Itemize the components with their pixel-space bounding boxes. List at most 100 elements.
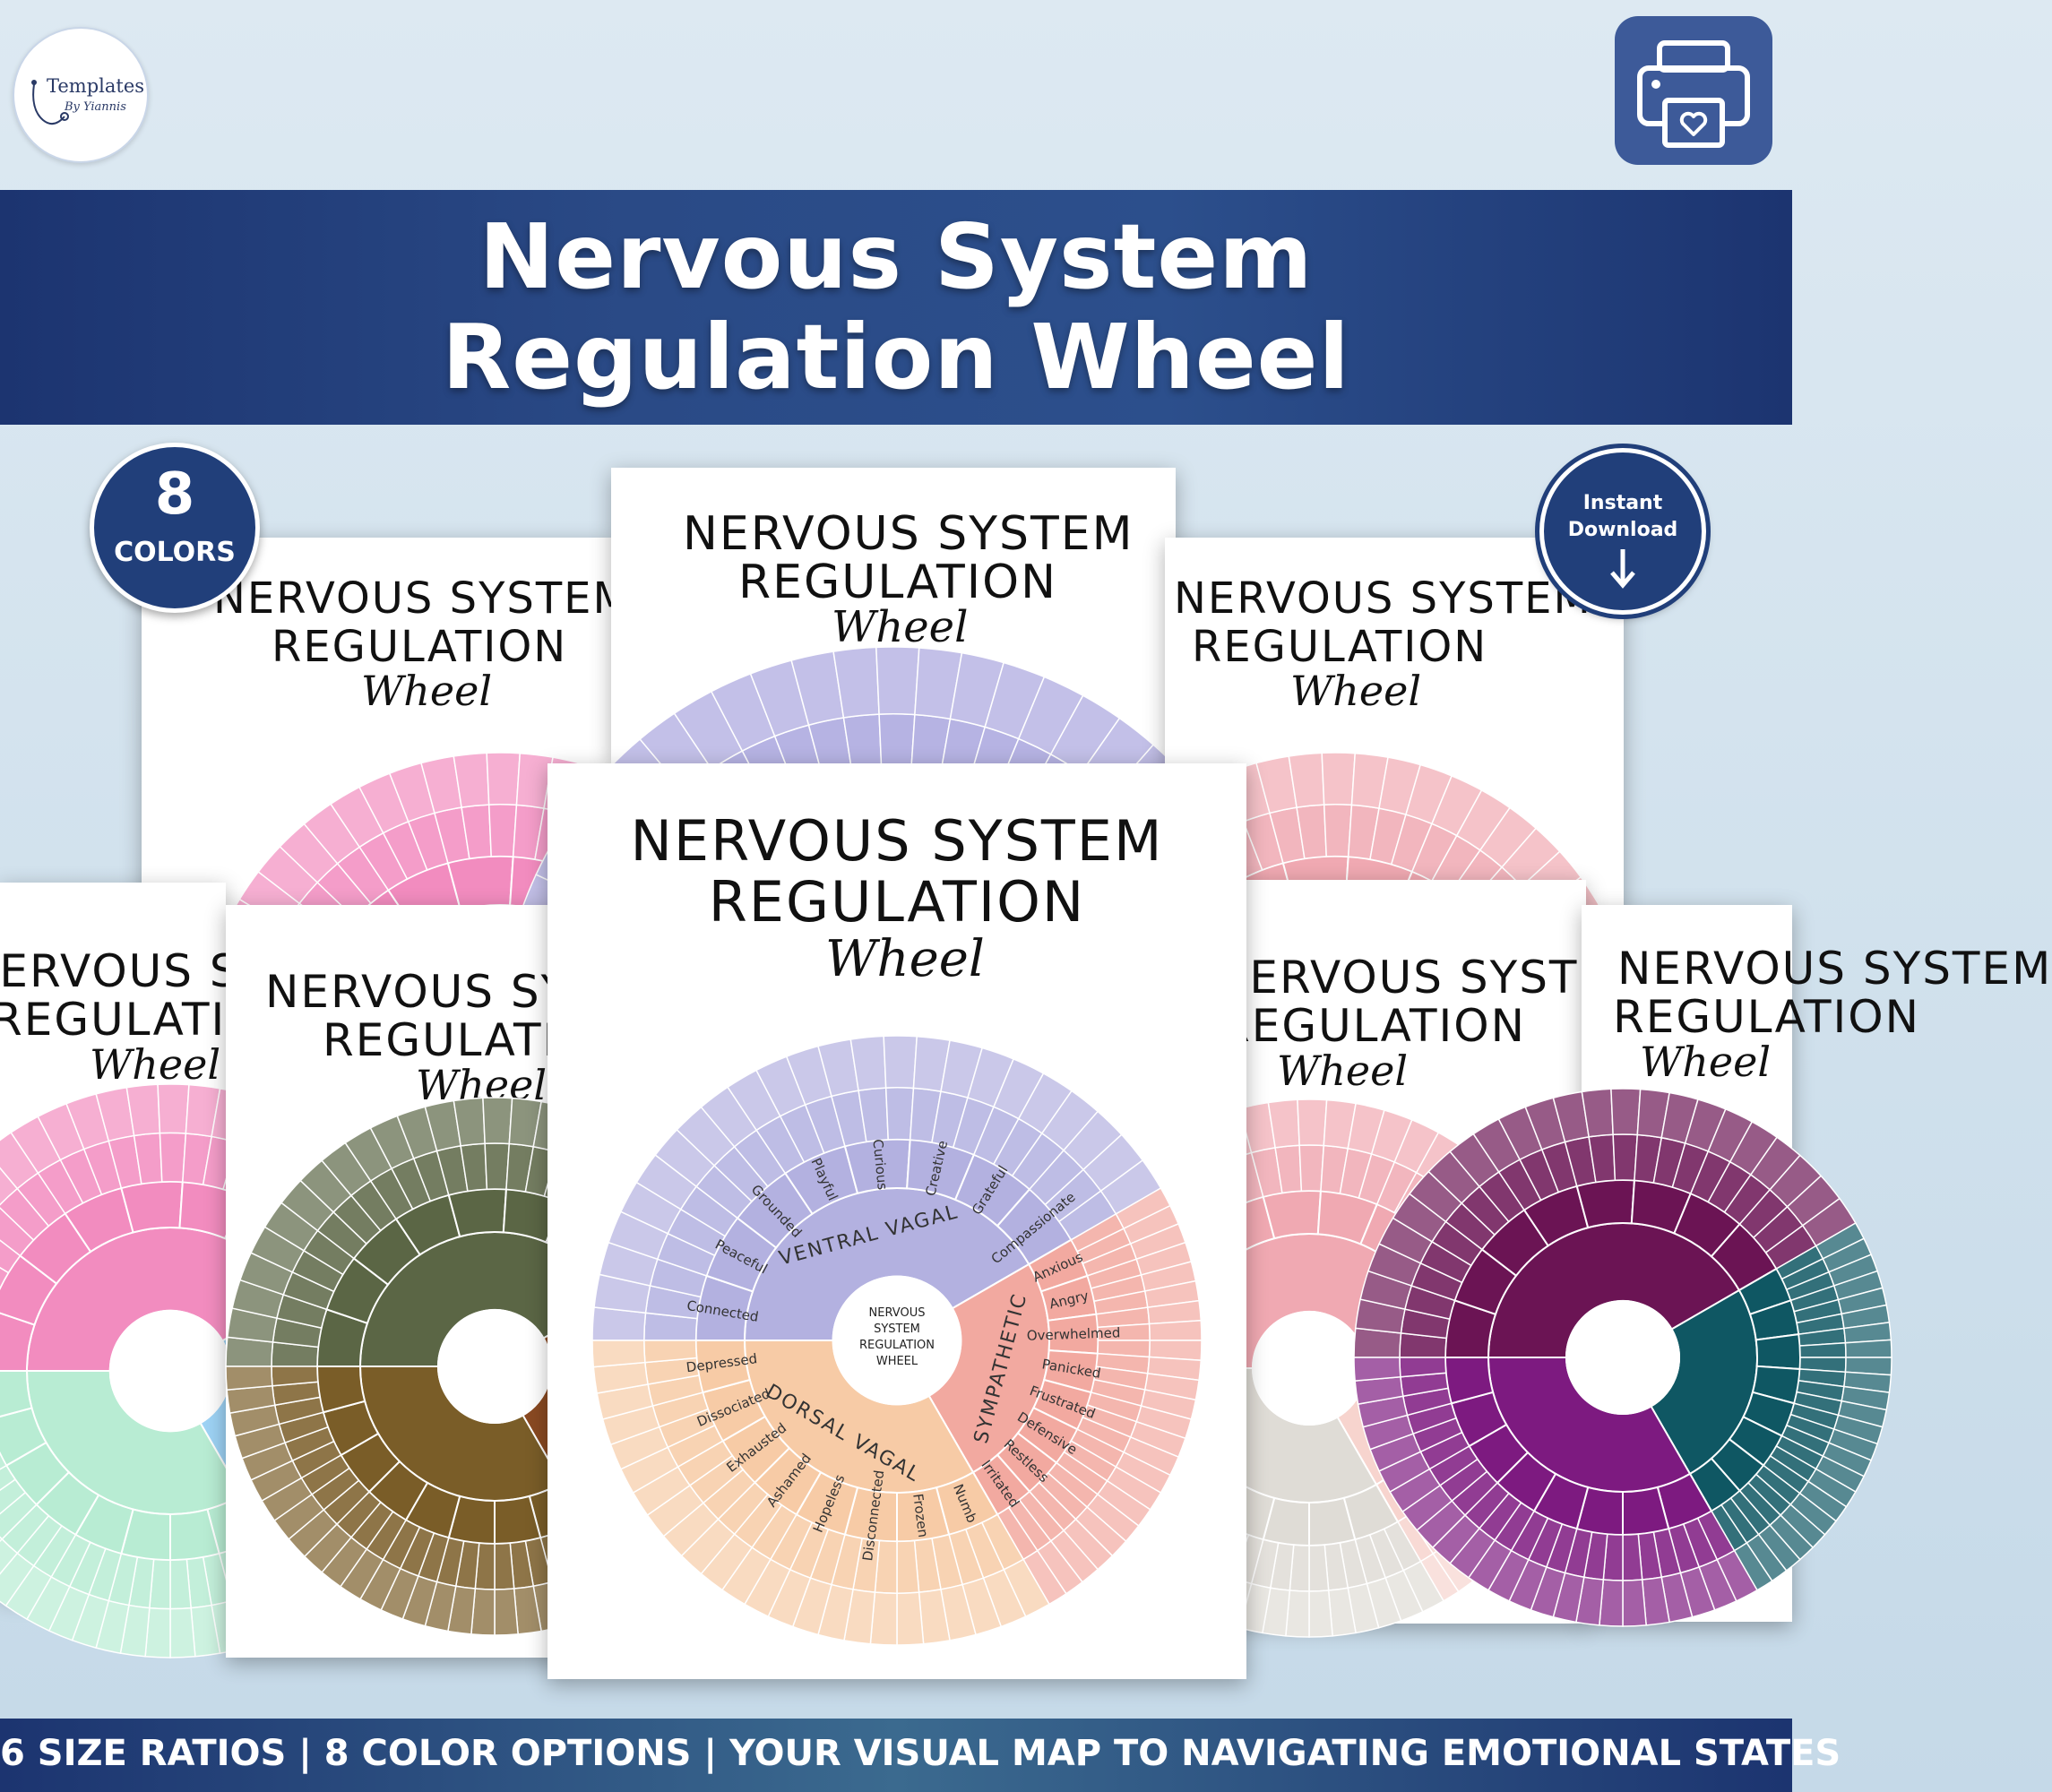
wheel-center-label: SYSTEM bbox=[874, 1322, 920, 1336]
printer-heart-icon bbox=[1615, 16, 1772, 165]
card-title-line2: REGULATION bbox=[272, 622, 568, 672]
feeling-segment bbox=[169, 1558, 192, 1610]
tool-segment bbox=[1844, 1339, 1892, 1358]
logo-name: Templates bbox=[47, 75, 145, 97]
tool-segment bbox=[225, 1366, 273, 1391]
tool-segment bbox=[1610, 1088, 1642, 1136]
feeling-segment bbox=[1323, 804, 1353, 857]
tool-segment bbox=[1297, 1098, 1328, 1147]
preview-card-pink-front: NERVOUS SYSTEM REGULATION Wheel bbox=[0, 883, 458, 1658]
wheel-center bbox=[832, 1275, 962, 1406]
emotion-wheel-graphic bbox=[1353, 1088, 1892, 1627]
feeling-segment bbox=[1298, 1144, 1325, 1193]
feeling-segment bbox=[896, 1539, 920, 1594]
card-script-word: Wheel bbox=[832, 602, 969, 652]
card-title-line1: NERVOUS SYSTEM bbox=[1174, 573, 1592, 624]
colors-count: 8 bbox=[154, 461, 195, 528]
wheel-center bbox=[1252, 1311, 1367, 1426]
card-script-word: Wheel bbox=[1640, 1038, 1772, 1086]
emotion-segment bbox=[447, 1188, 508, 1238]
card-title-line1: NERVOUS SYSTEM bbox=[213, 573, 632, 624]
feeling-segment bbox=[1399, 1357, 1447, 1378]
tool-segment bbox=[482, 1097, 513, 1145]
card-title-line1: NERVOUS SYSTEM bbox=[683, 507, 1134, 561]
tool-segment bbox=[875, 646, 920, 716]
download-line1: Instant bbox=[1582, 492, 1663, 514]
banner-title-line2: Regulation Wheel bbox=[442, 305, 1350, 409]
banner-title-line1: Nervous System bbox=[479, 204, 1314, 309]
wheel-group bbox=[1353, 1088, 1892, 1627]
feeling-segment bbox=[884, 1087, 915, 1141]
tool-segment bbox=[1308, 1590, 1333, 1638]
feeling-segment bbox=[1798, 1341, 1847, 1358]
feeling-segment bbox=[494, 1542, 515, 1590]
footer-banner: 6 SIZE RATIOS | 8 COLOR OPTIONS | YOUR V… bbox=[0, 1719, 1841, 1792]
wheel-center bbox=[108, 1309, 232, 1433]
emotion-label: Overwhelmed bbox=[1026, 1324, 1120, 1343]
card-title-line1: NERVOUS SYSTEM bbox=[630, 808, 1164, 874]
download-arrow-icon bbox=[1610, 549, 1635, 589]
feeling-segment bbox=[1612, 1133, 1639, 1182]
tool-segment bbox=[896, 1591, 925, 1646]
wheel-center-label: WHEEL bbox=[876, 1355, 918, 1368]
card-title-line2: REGULATION bbox=[1192, 622, 1488, 672]
tool-segment bbox=[1353, 1357, 1401, 1382]
colors-label: COLORS bbox=[114, 537, 236, 568]
wheel-center-label: NERVOUS bbox=[869, 1306, 926, 1320]
tool-segment bbox=[169, 1607, 196, 1658]
feeling-segment bbox=[1622, 1533, 1643, 1581]
card-script-word: Wheel bbox=[1277, 1047, 1409, 1095]
emotion-segment bbox=[120, 1180, 184, 1234]
emotion-segment bbox=[1575, 1179, 1636, 1229]
emotion-label: Curious bbox=[869, 1139, 891, 1191]
card-script-word: Wheel bbox=[1290, 667, 1422, 715]
emotion-wheel-graphic bbox=[498, 646, 1289, 1436]
brand-logo: Templates By Yiannis bbox=[13, 27, 149, 163]
title-banner: Nervous System Regulation Wheel bbox=[0, 190, 1792, 425]
card-script-word: Wheel bbox=[825, 930, 985, 988]
preview-card-jewel: NERVOUS SYSTEM REGULATION Wheel bbox=[1353, 905, 2050, 1627]
card-title-line2: REGULATION bbox=[738, 556, 1057, 609]
download-line2: Download bbox=[1567, 519, 1678, 541]
emotion-wheel-graphic bbox=[225, 1097, 764, 1636]
tool-segment bbox=[486, 752, 522, 806]
emotion-segment bbox=[446, 855, 514, 912]
card-script-word: Wheel bbox=[90, 1040, 221, 1089]
tool-segment bbox=[591, 1340, 646, 1368]
emotion-segment bbox=[0, 1370, 33, 1417]
tool-segment bbox=[1148, 1319, 1203, 1341]
tool-segment bbox=[1622, 1579, 1647, 1627]
colors-count-badge: 8 COLORS bbox=[90, 443, 260, 613]
card-title-line1: NERVOUS SYSTEM bbox=[1617, 943, 2052, 995]
feeling-segment bbox=[487, 804, 518, 857]
feeling-segment bbox=[484, 1142, 511, 1191]
wheel-center bbox=[437, 1309, 552, 1424]
emotion-segment bbox=[1755, 1333, 1801, 1371]
tool-segment bbox=[0, 1536, 4, 1543]
card-title-line2: REGULATION bbox=[1613, 991, 1921, 1043]
feeling-segment bbox=[1308, 1544, 1330, 1592]
tool-segment bbox=[494, 1588, 519, 1636]
instant-download-badge: Instant Download bbox=[1539, 448, 1706, 615]
emotion-wheel-graphic bbox=[0, 1083, 458, 1658]
stethoscope-icon bbox=[31, 80, 69, 125]
footer-tagline: 6 SIZE RATIOS | 8 COLOR OPTIONS | YOUR V… bbox=[0, 1733, 1841, 1774]
wheel-center bbox=[1565, 1300, 1680, 1415]
feeling-segment bbox=[0, 1452, 8, 1470]
card-title-line1: NERVOUS SYSTEM bbox=[1214, 952, 1650, 1004]
card-title-line2: REGULATION bbox=[1219, 1000, 1527, 1052]
emotion-segment bbox=[1262, 1190, 1323, 1240]
wheel-center-label: REGULATION bbox=[859, 1339, 935, 1352]
tool-segment bbox=[157, 1083, 190, 1134]
preview-card-lavender-back: NERVOUS SYSTEM REGULATION Wheel bbox=[498, 468, 1289, 1436]
preview-card-main: NERVOUS SYSTEM REGULATION Wheel Connecte… bbox=[547, 763, 1246, 1679]
logo-subtitle: By Yiannis bbox=[65, 100, 126, 114]
card-script-word: Wheel bbox=[361, 667, 493, 715]
tool-segment bbox=[883, 1035, 918, 1090]
card-title-line2: REGULATION bbox=[708, 869, 1086, 935]
feeling-segment bbox=[159, 1132, 187, 1184]
feeling-segment bbox=[271, 1366, 319, 1387]
preview-card-olive: NERVOUS SYSTEM REGULATION Wheel bbox=[225, 905, 764, 1658]
